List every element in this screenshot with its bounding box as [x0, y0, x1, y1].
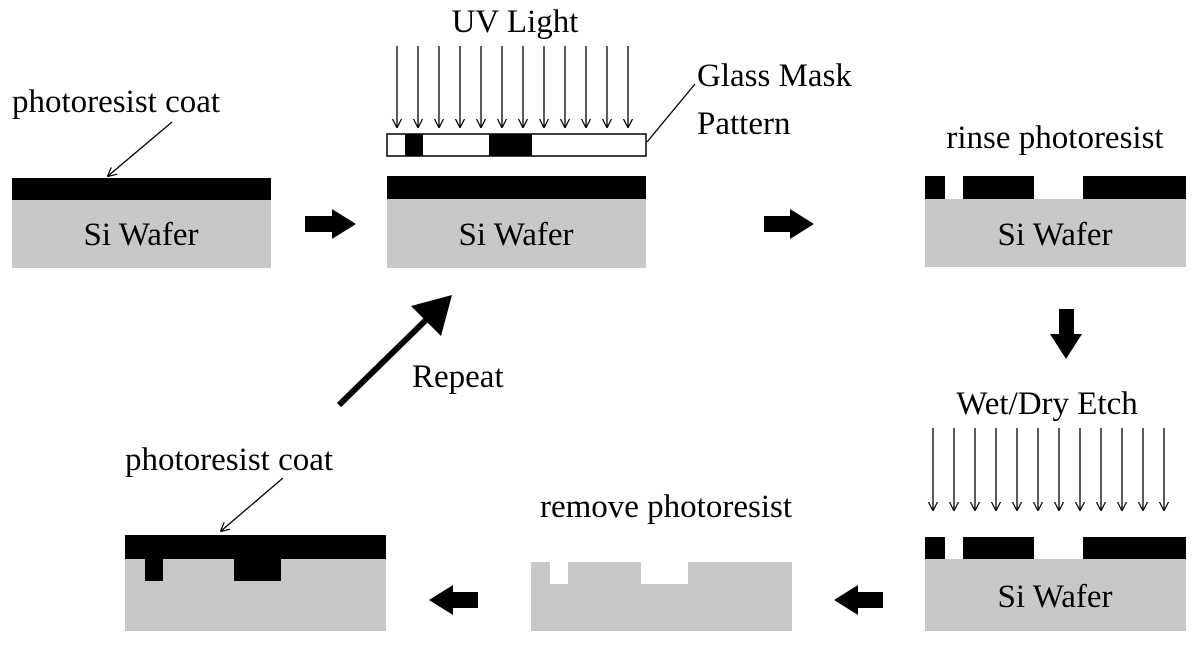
resist-pattern-block: [925, 537, 945, 559]
photoresist-layer-1: [12, 178, 271, 200]
photoresist-layer-6: [125, 535, 386, 559]
glass-mask-label-line1: Glass Mask: [697, 58, 852, 94]
repeat-label: Repeat: [412, 359, 504, 395]
repeat-arrow-head: [411, 295, 452, 336]
step-6-recoated-wafer: photoresist coat: [125, 442, 386, 631]
pointer-line-1: [108, 121, 173, 176]
step-1-coated-wafer: Si Wafer photoresist coat: [12, 84, 271, 268]
si-wafer-2: [387, 199, 646, 268]
resist-pattern-block: [925, 176, 945, 199]
process-arrow-1-to-2: [305, 209, 356, 239]
remove-photoresist-label: remove photoresist: [540, 489, 792, 525]
uv-light-arrows: [397, 46, 628, 127]
etched-si-wafer: [531, 562, 792, 631]
process-arrow-3-to-4: [1050, 309, 1082, 359]
photoresist-coat-label-2: photoresist coat: [125, 442, 333, 478]
photoresist-fill-trench: [234, 558, 281, 581]
uv-light-label: UV Light: [452, 4, 579, 40]
si-wafer-label-2: Si Wafer: [459, 217, 574, 253]
photoresist-fill-trench: [145, 558, 163, 581]
step-3-developed-wafer: rinse photoresist Si Wafer: [925, 120, 1186, 267]
pointer-line-mask: [646, 83, 696, 143]
wet-dry-etch-label: Wet/Dry Etch: [956, 386, 1138, 422]
mask-opaque-segment: [489, 134, 532, 156]
repeat-arrow-shaft: [336, 315, 431, 408]
repeat-cycle: Repeat: [336, 295, 504, 408]
process-arrow-2-to-3: [764, 209, 814, 239]
resist-pattern-block: [963, 176, 1034, 199]
photoresist-layer-2: [387, 176, 646, 199]
step-2-uv-exposure: UV Light Glass Mask Pattern Si Wafer: [386, 4, 852, 268]
si-wafer-label-4: Si Wafer: [998, 579, 1113, 615]
resist-pattern-block: [1083, 537, 1186, 559]
step-4-etch: Wet/Dry Etch Si Wafer: [925, 386, 1186, 631]
photoresist-coat-label-1: photoresist coat: [12, 84, 220, 120]
process-arrow-5-to-6: [429, 585, 478, 615]
mask-opaque-segment: [405, 134, 423, 156]
resist-pattern-block: [963, 537, 1034, 559]
resist-pattern-block: [1083, 176, 1186, 199]
glass-mask-label-line2: Pattern: [697, 106, 790, 142]
si-wafer-label-1: Si Wafer: [84, 217, 199, 253]
pointer-line-6: [221, 477, 284, 531]
si-wafer-1: [12, 200, 271, 268]
glass-mask: [386, 133, 647, 157]
rinse-photoresist-label: rinse photoresist: [946, 120, 1163, 156]
si-wafer-label-3: Si Wafer: [998, 217, 1113, 253]
si-wafer-4: [925, 559, 1186, 631]
process-arrow-4-to-5: [834, 585, 883, 615]
etch-arrows: [933, 428, 1164, 510]
si-wafer-3: [925, 199, 1186, 267]
step-5-etched-wafer: remove photoresist: [531, 489, 792, 631]
